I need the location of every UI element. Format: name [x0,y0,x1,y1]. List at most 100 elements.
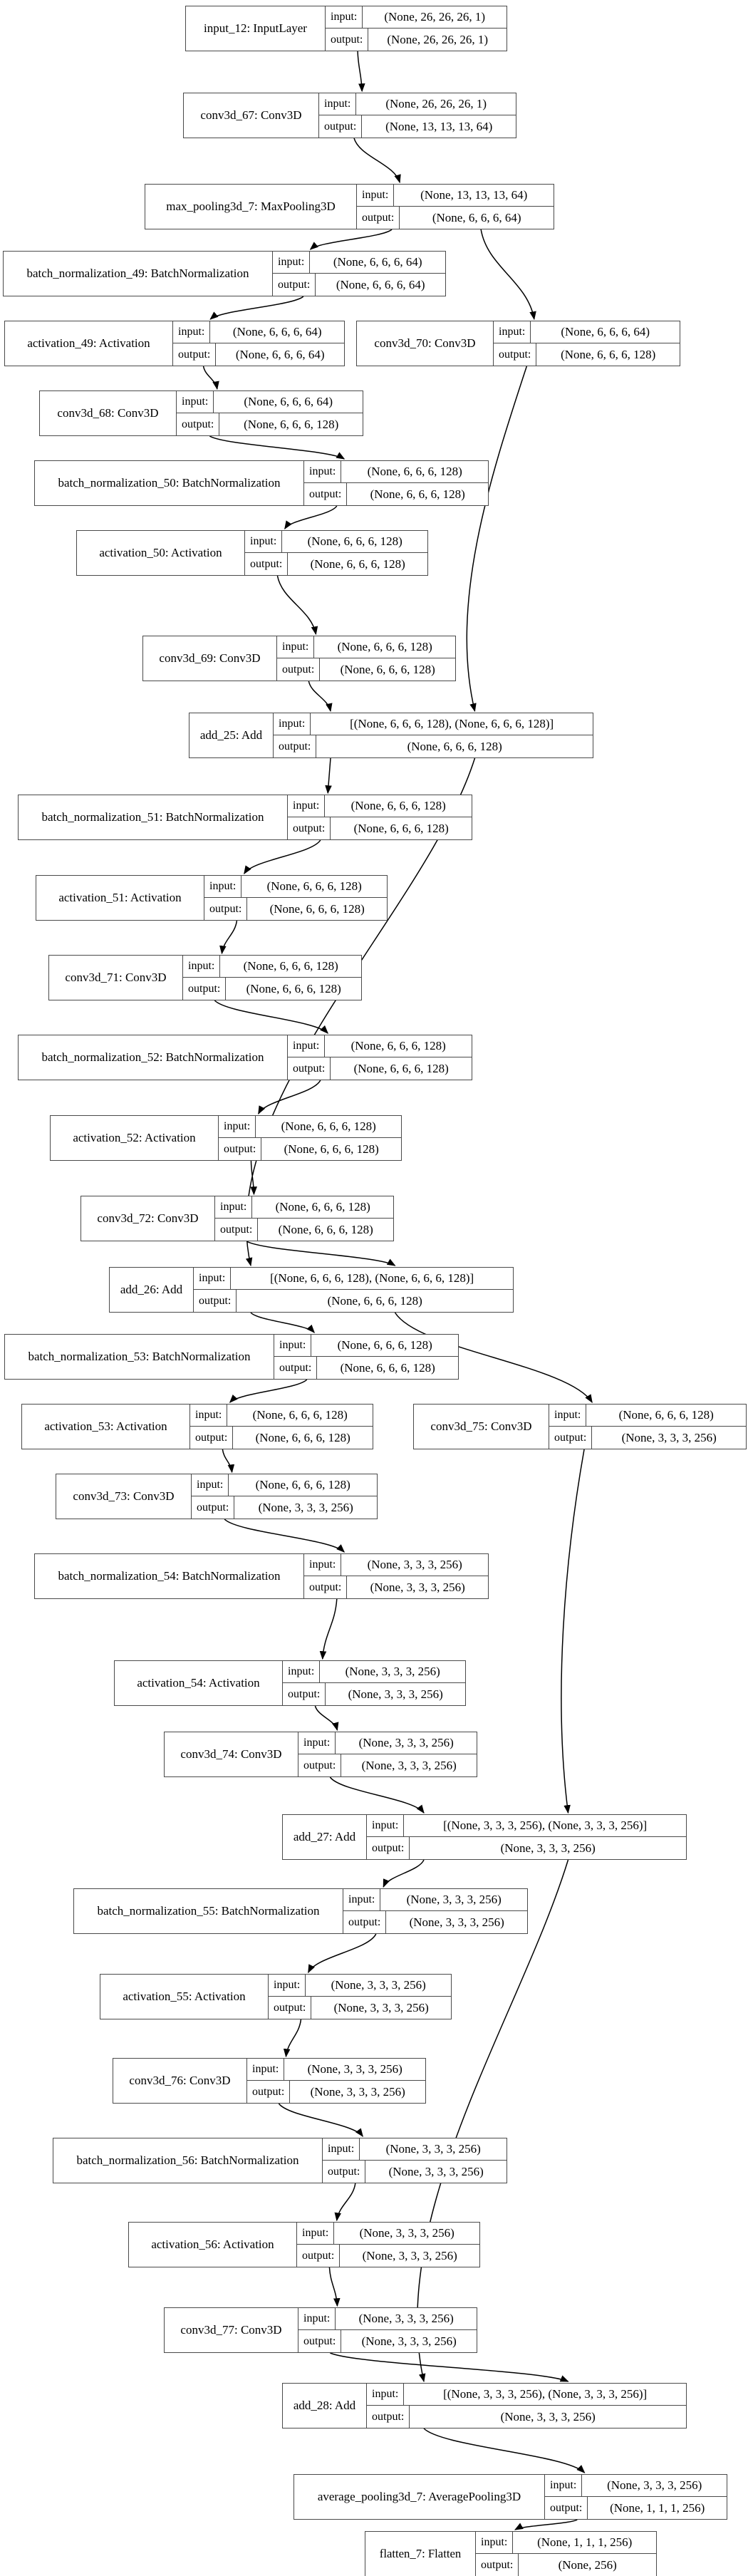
node-io_output-row: output:(None, 13, 13, 13, 64) [319,115,516,138]
io_input-shape-value: (None, 6, 6, 6, 128) [255,1478,350,1491]
node-io_output-row: output:(None, 3, 3, 3, 256) [247,2081,425,2103]
node-io_output-row: output:(None, 6, 6, 6, 128) [304,483,488,505]
graph-node-batch_normalization_54[interactable]: batch_normalization_54: BatchNormalizati… [34,1553,489,1599]
edge-conv3d_73-to-batch_normalization_54 [224,1519,346,1553]
edge-conv3d_76-to-batch_normalization_56 [278,2103,363,2137]
io_input-shape-value: (None, 6, 6, 6, 128) [266,879,362,893]
edge-batch_normalization_51-to-activation_51 [244,839,321,875]
node-io-table: input:(None, 3, 3, 3, 256)output:(None, … [297,2223,479,2267]
io_input-shape-value: (None, 3, 3, 3, 256) [307,2062,402,2076]
node-io-table: input:[(None, 6, 6, 6, 128), (None, 6, 6… [274,713,593,757]
graph-node-batch_normalization_51[interactable]: batch_normalization_51: BatchNormalizati… [18,795,472,840]
io_output-label: output: [297,2245,341,2267]
node-io_output-row: output:(None, 3, 3, 3, 256) [549,1427,746,1449]
node-io_input-row: input:(None, 6, 6, 6, 64) [173,321,344,343]
io_input-shape-value: (None, 3, 3, 3, 256) [358,1736,454,1749]
node-io-table: input:(None, 6, 6, 6, 64)output:(None, 6… [494,321,680,366]
io_output-label: output: [274,735,317,757]
node-io-table: input:[(None, 6, 6, 6, 128), (None, 6, 6… [194,1268,513,1312]
node-title: activation_56: Activation [129,2223,297,2267]
io_input-label: input: [367,1815,405,1836]
node-io_input-row: input:(None, 6, 6, 6, 128) [183,956,361,978]
node-title: activation_54: Activation [115,1661,283,1705]
io_input-shape-value: (None, 6, 6, 6, 64) [561,325,650,338]
node-title: activation_55: Activation [100,1975,269,2019]
io_input-shape-value: (None, 3, 3, 3, 256) [385,2142,481,2156]
io_output-label: output: [298,2330,342,2352]
io_input-label: input: [494,321,531,343]
node-title: conv3d_67: Conv3D [184,93,319,138]
io_output-shape-value: (None, 3, 3, 3, 256) [333,2000,429,2014]
node-io-table: input:(None, 6, 6, 6, 128)output:(None, … [288,1035,472,1080]
node-io_output-row: output:(None, 3, 3, 3, 256) [304,1576,488,1598]
graph-node-batch_normalization_52[interactable]: batch_normalization_52: BatchNormalizati… [18,1035,472,1080]
io_output-shape-value: (None, 3, 3, 3, 256) [500,2409,596,2424]
node-io_output-row: output:(None, 6, 6, 6, 64) [357,207,554,229]
edge-activation_55-to-conv3d_76 [283,2019,302,2058]
graph-node-batch_normalization_49[interactable]: batch_normalization_49: BatchNormalizati… [3,251,446,296]
io_input-label: input: [298,1732,336,1754]
graph-node-batch_normalization_50[interactable]: batch_normalization_50: BatchNormalizati… [34,460,489,506]
node-title: activation_53: Activation [22,1405,190,1449]
io_output-shape-value: (None, 6, 6, 6, 64) [336,277,425,291]
io_output-label: output: [177,413,220,435]
graph-node-batch_normalization_55[interactable]: batch_normalization_55: BatchNormalizati… [73,1888,528,1934]
io_output-shape-value: (None, 6, 6, 6, 128) [284,1142,379,1156]
edge-activation_54-to-conv3d_74 [314,1705,339,1732]
io_output-shape-value: (None, 6, 6, 6, 64) [235,347,325,361]
io_input-label: input: [288,1035,326,1057]
node-io_input-row: input:(None, 3, 3, 3, 256) [283,1661,465,1683]
node-io_input-row: input:(None, 6, 6, 6, 128) [304,461,488,483]
io_input-label: input: [549,1405,587,1426]
node-io_input-row: input:(None, 26, 26, 26, 1) [326,6,507,29]
edge-max_pooling3d_7-to-batch_normalization_49 [309,229,393,250]
node-title: activation_51: Activation [36,876,204,920]
node-io_input-row: input:(None, 6, 6, 6, 128) [215,1196,393,1219]
graph-node-batch_normalization_56[interactable]: batch_normalization_56: BatchNormalizati… [53,2138,507,2183]
edge-conv3d_69-to-add_25 [308,681,333,713]
edge-average_pooling3d_7-to-flatten_7 [514,2519,578,2530]
io_input-label: input: [219,1116,256,1137]
node-io-table: input:(None, 3, 3, 3, 256)output:(None, … [323,2138,507,2183]
node-io_input-row: input:(None, 3, 3, 3, 256) [343,1889,527,1911]
io_output-shape-value: (None, 6, 6, 6, 128) [327,1293,422,1308]
io_input-shape-value: [(None, 3, 3, 3, 256), (None, 3, 3, 3, 2… [443,2387,648,2401]
node-io-table: input:(None, 3, 3, 3, 256)output:(None, … [298,1732,477,1776]
node-io-table: input:(None, 6, 6, 6, 128)output:(None, … [245,531,427,575]
io_output-shape-value: (None, 26, 26, 26, 1) [387,32,488,46]
graph-node-batch_normalization_53[interactable]: batch_normalization_53: BatchNormalizati… [4,1334,459,1380]
io_output-shape-value: (None, 6, 6, 6, 128) [255,1430,350,1444]
node-io_input-row: input:[(None, 3, 3, 3, 256), (None, 3, 3… [367,1815,686,1837]
edge-conv3d_74-to-add_27 [329,1776,425,1814]
edge-add_25-to-batch_normalization_51 [325,757,332,795]
io_input-label: input: [247,2059,285,2080]
node-io_input-row: input:(None, 13, 13, 13, 64) [357,185,554,207]
